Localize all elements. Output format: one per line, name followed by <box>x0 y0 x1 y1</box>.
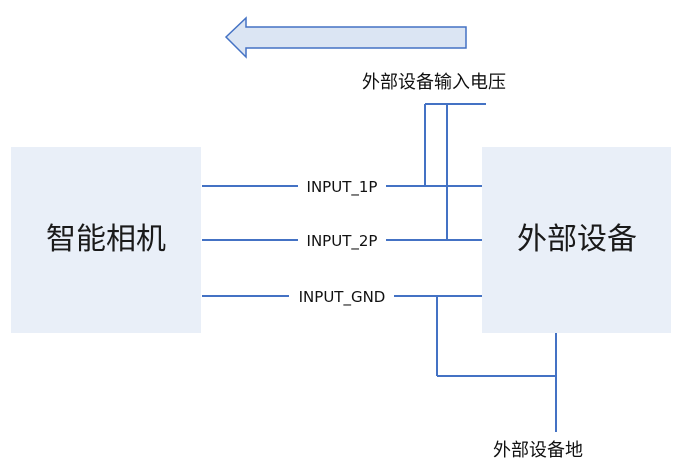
external-device-box <box>482 147 671 333</box>
wires <box>202 103 557 432</box>
external-voltage-label: 外部设备输入电压 <box>362 72 506 93</box>
input-gnd-label: INPUT_GND <box>299 288 386 307</box>
external-ground-label: 外部设备地 <box>493 440 583 461</box>
input-1p-label: INPUT_1P <box>307 178 378 197</box>
external-device-label: 外部设备 <box>517 222 637 257</box>
left-arrow-icon <box>224 16 467 59</box>
input-2p-label: INPUT_2P <box>307 232 378 251</box>
smart-camera-label: 智能相机 <box>46 222 166 257</box>
smart-camera-box <box>11 147 201 333</box>
